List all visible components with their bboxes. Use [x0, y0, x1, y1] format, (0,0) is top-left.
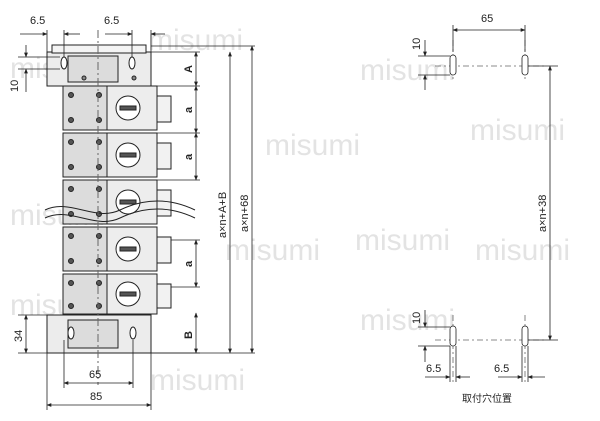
- right-view-labels: 65 10 a×n+38 10 6.5 6.5 取付穴位置: [411, 13, 549, 405]
- dim-a-2: a: [183, 153, 195, 160]
- right-view: [418, 25, 558, 385]
- dim-bottom-hole-right: 10: [411, 312, 423, 324]
- svg-text:misumi: misumi: [360, 304, 455, 337]
- svg-text:misumi: misumi: [225, 234, 320, 267]
- dim-bottom-width: 85: [90, 391, 102, 403]
- dim-total-AB: a×n+A+B: [217, 192, 229, 238]
- dim-bottom-offset-left: 6.5: [426, 363, 441, 375]
- dim-top-hole: 10: [9, 80, 21, 92]
- mount-hole-top-left: [449, 54, 457, 76]
- dim-B: B: [183, 331, 195, 339]
- dim-bottom-height: 34: [13, 330, 25, 342]
- svg-text:misumi: misumi: [360, 54, 455, 87]
- mount-hole-bottom-right: [521, 325, 529, 347]
- dim-top-offset-right: 6.5: [104, 15, 119, 27]
- top-mount-hole-left: [60, 56, 68, 70]
- mounting-hole-caption: 取付穴位置: [462, 392, 512, 405]
- dim-a-1: a: [183, 106, 195, 113]
- left-view-dimensions: [18, 30, 255, 410]
- dim-top-hole-right: 10: [411, 38, 423, 50]
- dim-total-38: a×n+38: [537, 195, 549, 232]
- dim-bottom-offset-right: 6.5: [494, 363, 509, 375]
- svg-text:misumi: misumi: [470, 114, 565, 147]
- break-line: [44, 200, 196, 214]
- svg-text:misumi: misumi: [265, 129, 360, 162]
- bottom-mount-hole-left: [67, 326, 75, 340]
- valve-station-2: [62, 132, 172, 178]
- valve-station-5: [62, 273, 172, 315]
- svg-text:misumi: misumi: [475, 234, 570, 267]
- dim-top-offset-left: 6.5: [30, 15, 45, 27]
- svg-text:misumi: misumi: [355, 224, 450, 257]
- mount-hole-bottom-left: [449, 325, 457, 347]
- mount-hole-top-right: [521, 54, 529, 76]
- bottom-mount-hole-right: [129, 326, 137, 340]
- dim-a-3: a: [183, 260, 195, 267]
- valve-station-4: [62, 226, 172, 272]
- valve-station-1: [62, 85, 172, 131]
- left-view: [44, 30, 196, 385]
- top-mount-hole-right: [128, 56, 136, 70]
- left-view-labels: 6.5 6.5 10 A a a a B a×n+A+B a×n+68 34 6…: [9, 15, 251, 403]
- dim-hole-pitch: 65: [481, 13, 493, 25]
- dim-bottom-pitch: 65: [89, 369, 101, 381]
- dim-total-68: a×n+68: [239, 195, 251, 232]
- svg-text:misumi: misumi: [150, 364, 245, 397]
- svg-text:misumi: misumi: [148, 24, 243, 57]
- dim-A: A: [183, 65, 195, 73]
